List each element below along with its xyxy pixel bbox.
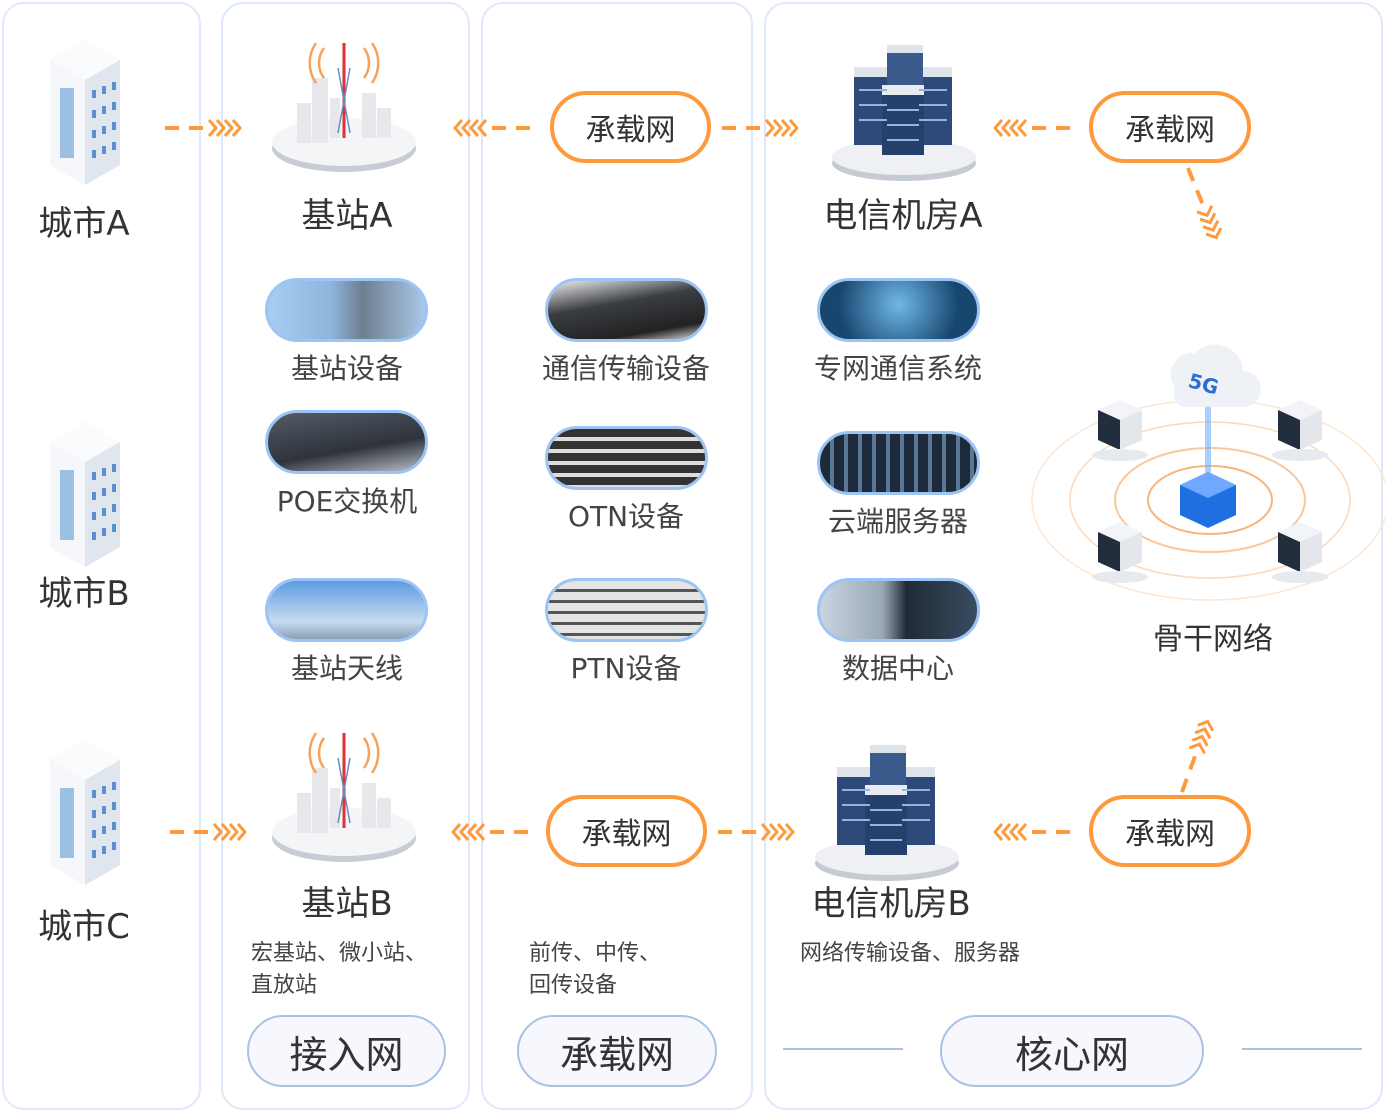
- base-station-icon: [270, 731, 418, 864]
- building-icon: [50, 40, 120, 185]
- item-label: 基站天线: [290, 652, 404, 685]
- item-label: 专网通信系统: [813, 352, 983, 385]
- private-network-image: [817, 278, 980, 342]
- city-label: 城市C: [38, 907, 130, 947]
- carrier-panel: [481, 2, 753, 1110]
- arrow-left-icon: [451, 822, 530, 842]
- base-station-icon: [270, 41, 418, 174]
- arrow-left-icon: [453, 118, 532, 138]
- arrow-right-icon: [168, 822, 247, 842]
- backbone-network-graphic: 5G: [1031, 344, 1385, 601]
- arrow-left-icon: [993, 118, 1072, 138]
- category-core: 核心网: [940, 1015, 1204, 1087]
- carrier-description: 前传、中传、 回传设备: [529, 941, 662, 998]
- carrier-pill: 承载网: [550, 91, 711, 163]
- carrier-pill: 承载网: [1089, 91, 1251, 163]
- item-label: 云端服务器: [827, 505, 969, 538]
- carrier-pill: 承载网: [546, 795, 707, 867]
- divider: [783, 1048, 903, 1050]
- arrow-right-icon: [163, 118, 242, 138]
- ptn-equipment-image: [545, 578, 708, 642]
- room-label: 电信机房B: [811, 884, 971, 924]
- antenna-image: [265, 578, 428, 642]
- category-carrier: 承载网: [517, 1015, 717, 1087]
- cloud-server-image: [817, 431, 980, 495]
- building-icon: [50, 422, 120, 567]
- category-access: 接入网: [247, 1015, 446, 1087]
- core-description: 网络传输设备、服务器: [800, 941, 1021, 966]
- city-label: 城市A: [38, 204, 130, 244]
- station-label: 基站B: [301, 884, 393, 924]
- arrow-up-icon: [1172, 716, 1218, 797]
- item-label: 通信传输设备: [541, 352, 711, 385]
- item-label: PTN设备: [570, 652, 682, 685]
- city-label: 城市B: [38, 574, 130, 614]
- item-label: POE交换机: [276, 485, 418, 518]
- room-label: 电信机房A: [823, 196, 983, 236]
- arrow-right-icon: [716, 822, 795, 842]
- building-icon: [50, 740, 120, 885]
- item-label: OTN设备: [567, 500, 685, 533]
- transmission-equipment-image: [545, 278, 708, 342]
- item-label: 基站设备: [290, 352, 404, 385]
- arrow-left-icon: [993, 822, 1072, 842]
- poe-switch-image: [265, 410, 428, 474]
- arrow-right-icon: [720, 118, 799, 138]
- carrier-pill: 承载网: [1089, 795, 1251, 867]
- divider: [1242, 1048, 1362, 1050]
- base-station-equipment-image: [265, 278, 428, 342]
- data-center-image: [817, 578, 980, 642]
- station-label: 基站A: [301, 196, 393, 236]
- item-label: 数据中心: [841, 652, 955, 685]
- backbone-label: 骨干网络: [1153, 622, 1273, 657]
- access-panel: [221, 2, 470, 1110]
- server-room-icon: [831, 44, 977, 182]
- access-description: 宏基站、微小站、 直放站: [251, 941, 428, 998]
- otn-equipment-image: [545, 426, 708, 490]
- server-room-icon: [814, 744, 960, 882]
- arrow-down-icon: [1178, 163, 1226, 243]
